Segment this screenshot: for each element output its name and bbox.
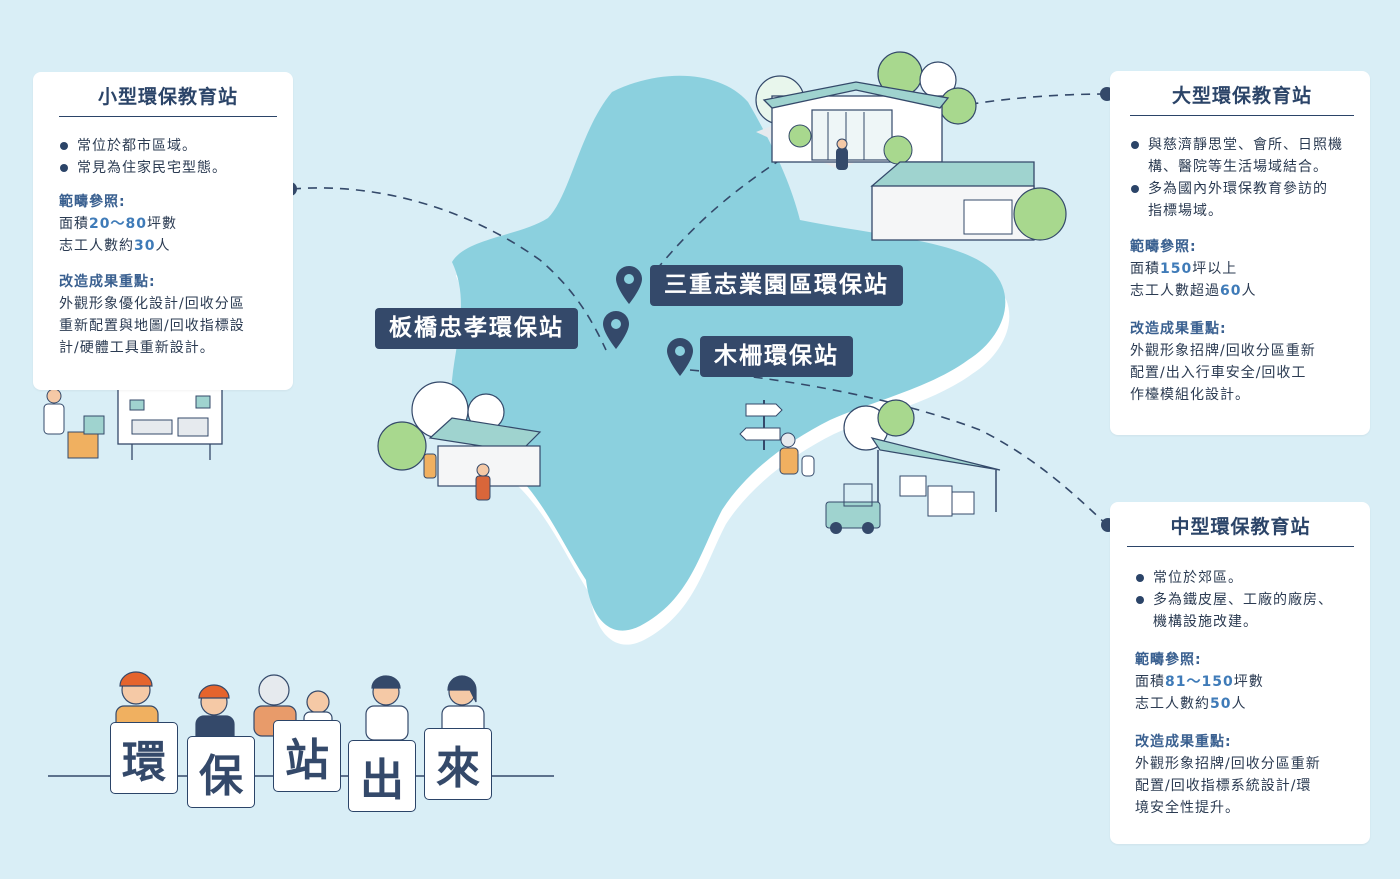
bullet-large-1: 與慈濟靜思堂、會所、日照機構、醫院等生活場域結合。 xyxy=(1130,134,1354,178)
map-pin-icon-muzha[interactable] xyxy=(667,338,693,376)
medium-station-illustration xyxy=(739,399,1001,534)
area-medium: 面積81～150坪數 xyxy=(1135,674,1264,690)
bullet-medium-2: 多為鐵皮屋、工廠的廠房、機構設施改建。 xyxy=(1135,589,1354,633)
result-label-large: 改造成果重點: xyxy=(1130,321,1227,337)
card-small-station: 小型環保教育站 常位於都市區域。 常見為住家民宅型態。 範疇參照: 面積20～8… xyxy=(33,72,293,390)
banner-board-4: 出 xyxy=(348,740,416,812)
result-medium-3: 境安全性提升。 xyxy=(1135,800,1240,816)
result-small-3: 計/硬體工具重新設計。 xyxy=(59,340,215,356)
card-medium-station: 中型環保教育站 常位於郊區。 多為鐵皮屋、工廠的廠房、機構設施改建。 範疇參照:… xyxy=(1110,502,1370,844)
connector-small xyxy=(291,187,607,351)
map-pin-icon-sanchong[interactable] xyxy=(616,266,642,304)
banner-board-1: 環 xyxy=(110,722,178,794)
banner-board-5: 來 xyxy=(424,728,492,800)
scope-label-medium: 範疇參照: xyxy=(1135,652,1202,668)
card-title-medium: 中型環保教育站 xyxy=(1127,512,1354,547)
scope-label-large: 範疇參照: xyxy=(1130,239,1197,255)
volunteers-small: 志工人數約30人 xyxy=(59,238,171,254)
bullet-medium-1: 常位於郊區。 xyxy=(1135,567,1354,589)
volunteers-large: 志工人數超過60人 xyxy=(1130,283,1257,299)
card-title-large: 大型環保教育站 xyxy=(1130,81,1354,116)
result-label-medium: 改造成果重點: xyxy=(1135,734,1232,750)
scope-label-small: 範疇參照: xyxy=(59,194,126,210)
banqiao-house xyxy=(377,381,542,501)
large-station-building xyxy=(755,51,1067,241)
station-label-sanchong[interactable]: 三重志業園區環保站 xyxy=(650,265,903,306)
result-medium-1: 外觀形象招牌/回收分區重新 xyxy=(1135,756,1321,772)
bullet-small-2: 常見為住家民宅型態。 xyxy=(59,157,277,179)
bullet-large-2: 多為國內外環保教育參訪的指標場域。 xyxy=(1130,178,1354,222)
small-station-illustration xyxy=(43,387,223,460)
connector-large xyxy=(971,93,1107,105)
result-large-2: 配置/出入行車安全/回收工 xyxy=(1130,365,1307,381)
card-large-station: 大型環保教育站 與慈濟靜思堂、會所、日照機構、醫院等生活場域結合。 多為國內外環… xyxy=(1110,71,1370,435)
card-title-small: 小型環保教育站 xyxy=(59,82,277,117)
bullet-small-1: 常位於都市區域。 xyxy=(59,135,277,157)
connector-medium xyxy=(689,369,1107,525)
banner-board-2: 保 xyxy=(187,736,255,808)
result-large-1: 外觀形象招牌/回收分區重新 xyxy=(1130,343,1316,359)
map-pin-icon-banqiao[interactable] xyxy=(603,311,629,349)
volunteers-medium: 志工人數約50人 xyxy=(1135,696,1247,712)
result-label-small: 改造成果重點: xyxy=(59,274,156,290)
connector-sanchong xyxy=(655,159,781,271)
station-label-muzha[interactable]: 木柵環保站 xyxy=(700,336,853,377)
result-medium-2: 配置/回收指標系統設計/環 xyxy=(1135,778,1312,794)
area-small: 面積20～80坪數 xyxy=(59,216,177,232)
result-small-1: 外觀形象優化設計/回收分區 xyxy=(59,296,245,312)
area-large: 面積150坪以上 xyxy=(1130,261,1238,277)
result-large-3: 作檯模組化設計。 xyxy=(1130,387,1250,403)
result-small-2: 重新配置與地圖/回收指標設 xyxy=(59,318,245,334)
station-label-banqiao[interactable]: 板橋忠孝環保站 xyxy=(375,308,578,349)
banner-board-3: 站 xyxy=(273,720,341,792)
